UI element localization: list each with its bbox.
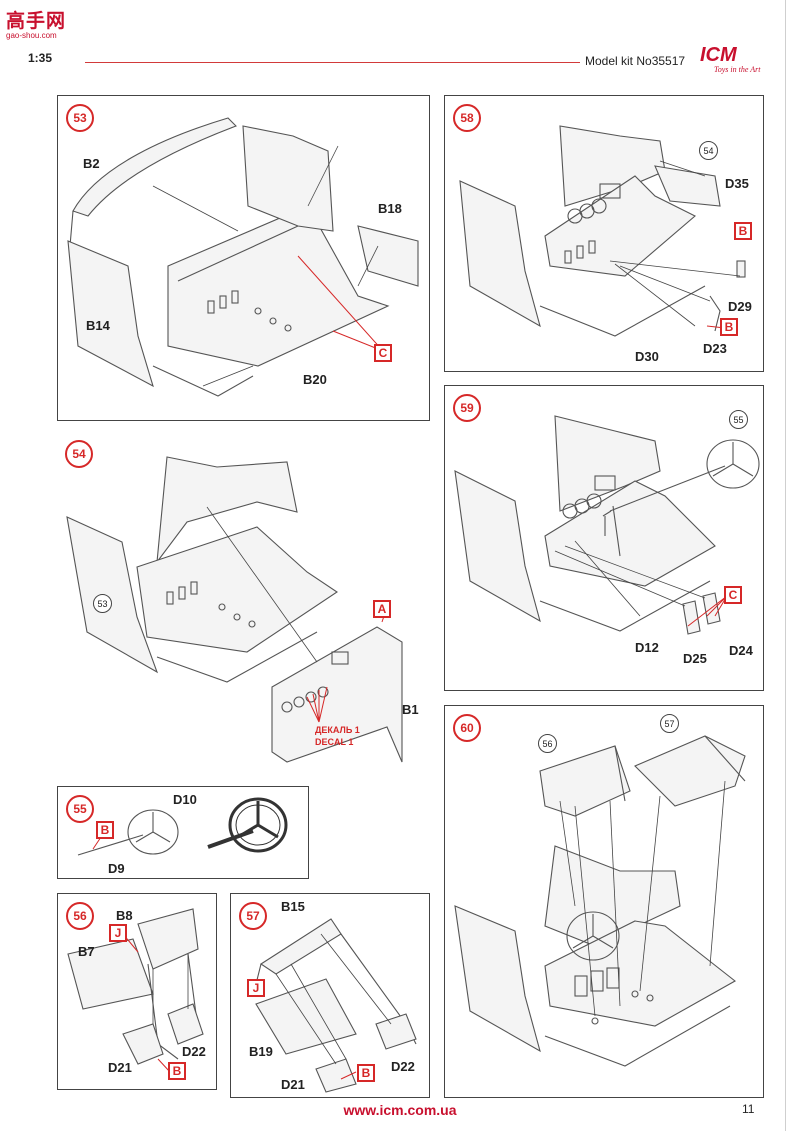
- part-b20: B20: [303, 372, 327, 387]
- step-56-drawing: [67, 908, 204, 1073]
- step-number: 58: [453, 104, 481, 132]
- part-b19: B19: [249, 1044, 273, 1059]
- part-b1: B1: [402, 702, 419, 717]
- step-59-drawing: [454, 415, 760, 635]
- ref-step-56: 56: [538, 734, 557, 753]
- part-d35: D35: [725, 176, 749, 191]
- sprue-b-top: B: [734, 222, 752, 240]
- ref-step-55: 55: [729, 410, 748, 429]
- step-60-panel: 60 56 57: [444, 705, 764, 1098]
- step-57-panel: 57 B15 J B19 D22 D21 B: [230, 893, 430, 1098]
- part-d12: D12: [635, 640, 659, 655]
- sprue-b: B: [168, 1062, 186, 1080]
- step-number: 57: [239, 902, 267, 930]
- part-d25: D25: [683, 651, 707, 666]
- sprue-c: C: [724, 586, 742, 604]
- watermark-main: 高手网: [6, 10, 67, 32]
- sprue-b: B: [357, 1064, 375, 1082]
- part-d10: D10: [173, 792, 197, 807]
- step-54-drawing: [66, 456, 403, 763]
- step-number: 54: [65, 440, 93, 468]
- step-number: 56: [66, 902, 94, 930]
- sprue-c: C: [374, 344, 392, 362]
- decal-en: DECAL 1: [315, 737, 354, 747]
- step-56-panel: 56 B8 B7 J D22 D21 B: [57, 893, 217, 1090]
- sprue-a: A: [373, 600, 391, 618]
- part-d29: D29: [728, 299, 752, 314]
- ref-step-57: 57: [660, 714, 679, 733]
- step-58-drawing: [459, 125, 746, 337]
- step-number: 60: [453, 714, 481, 742]
- step-55-panel: 55 D10 B D9: [57, 786, 309, 879]
- part-d22: D22: [182, 1044, 206, 1059]
- step-number: 55: [66, 795, 94, 823]
- sprue-j: J: [109, 924, 127, 942]
- part-b2: B2: [83, 156, 100, 171]
- part-b18: B18: [378, 201, 402, 216]
- icm-logo: ICM Toys in the Art: [700, 44, 780, 84]
- watermark-logo: 高手网 gao-shou.com: [6, 6, 72, 40]
- sprue-b-bottom: B: [720, 318, 738, 336]
- ref-step-54: 54: [699, 141, 718, 160]
- part-d23: D23: [703, 341, 727, 356]
- page-number: 11: [742, 1102, 755, 1116]
- logo-tag: Toys in the Art: [714, 65, 761, 74]
- step-55-drawing: [77, 797, 288, 856]
- step-number: 59: [453, 394, 481, 422]
- logo-main: ICM: [700, 44, 737, 66]
- header-rule: [85, 62, 580, 63]
- ref-step-53: 53: [93, 594, 112, 613]
- step-60-drawing: [454, 735, 746, 1067]
- scale-label: 1:35: [28, 51, 53, 65]
- step-58-panel: 58 54 D35 B D29 B D30 D23: [444, 95, 764, 372]
- watermark-sub: gao-shou.com: [6, 31, 57, 40]
- part-b15: B15: [281, 899, 305, 914]
- decal-ru: ДЕКАЛЬ 1: [315, 725, 360, 735]
- page-edge-line: [785, 0, 786, 1131]
- part-b8: B8: [116, 908, 133, 923]
- footer-url[interactable]: www.icm.com.ua: [343, 1102, 457, 1118]
- step-59-panel: 59 55 C D12 D25 D24: [444, 385, 764, 691]
- step-53-drawing: [67, 117, 419, 397]
- decal-label: ДЕКАЛЬ 1 DECAL 1: [315, 724, 360, 748]
- part-b14: B14: [86, 318, 110, 333]
- step-57-drawing: [255, 918, 417, 1093]
- part-b7: B7: [78, 944, 95, 959]
- part-d9: D9: [108, 861, 125, 876]
- part-d30: D30: [635, 349, 659, 364]
- part-d22: D22: [391, 1059, 415, 1074]
- step-54-panel: 54 53 A B1 ДЕКАЛЬ 1 DECAL 1: [57, 432, 430, 772]
- part-d24: D24: [729, 643, 753, 658]
- sprue-b: B: [96, 821, 114, 839]
- part-d21: D21: [281, 1077, 305, 1092]
- step-number: 53: [66, 104, 94, 132]
- step-53-panel: 53 B2 B18 B14 B20 C: [57, 95, 430, 421]
- kit-number: Model kit No35517: [585, 54, 686, 68]
- sprue-j: J: [247, 979, 265, 997]
- part-d21: D21: [108, 1060, 132, 1075]
